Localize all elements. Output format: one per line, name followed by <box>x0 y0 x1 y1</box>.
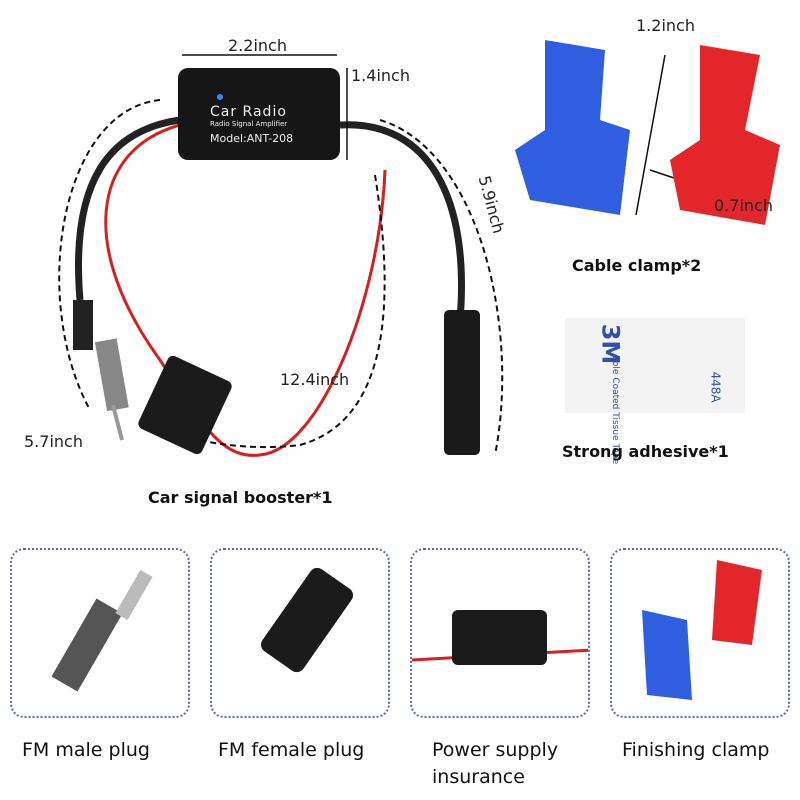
dim-male-cable: 5.7inch <box>24 432 83 451</box>
device-subtitle: Radio Signal Amplifier <box>210 120 288 128</box>
male-plug-icon <box>73 300 129 441</box>
device-model: Model:ANT-208 <box>210 132 294 145</box>
feature-label-female: FM female plug <box>218 739 365 761</box>
adhesive-tape-icon <box>565 318 745 413</box>
fuse-holder-icon <box>138 355 232 455</box>
device-label: Car Radio Radio Signal Amplifier Model:A… <box>210 104 293 145</box>
feature-clamp <box>610 548 790 718</box>
feature-fuse <box>410 548 590 718</box>
feature-label-male: FM male plug <box>22 739 150 761</box>
feature-label-clamp: Finishing clamp <box>622 739 770 761</box>
red-clamp-icon <box>670 45 780 225</box>
amplifier-body <box>178 68 340 160</box>
black-cable-left <box>75 116 181 301</box>
dim-clamp-width: 0.7inch <box>714 196 773 215</box>
device-brand: Car Radio <box>210 104 287 120</box>
feature-female-plug <box>210 548 390 718</box>
black-cable-right <box>339 121 465 321</box>
feature-male-plug <box>10 548 190 718</box>
tape-text-3: 448A <box>708 371 723 403</box>
dim-power-cable: 12.4inch <box>280 370 350 389</box>
booster-label: Car signal booster*1 <box>148 488 333 507</box>
dim-width: 2.2inch <box>228 36 287 55</box>
feature-label-fuse: Power supply insurance <box>432 739 559 788</box>
clamp-label: Cable clamp*2 <box>572 256 702 275</box>
led-icon <box>217 94 223 100</box>
dim-height: 1.4inch <box>351 66 410 85</box>
adhesive-label: Strong adhesive*1 <box>562 442 729 461</box>
dim-clamp-height: 1.2inch <box>636 16 695 35</box>
female-plug-icon <box>444 310 480 455</box>
blue-clamp-icon <box>515 40 630 215</box>
